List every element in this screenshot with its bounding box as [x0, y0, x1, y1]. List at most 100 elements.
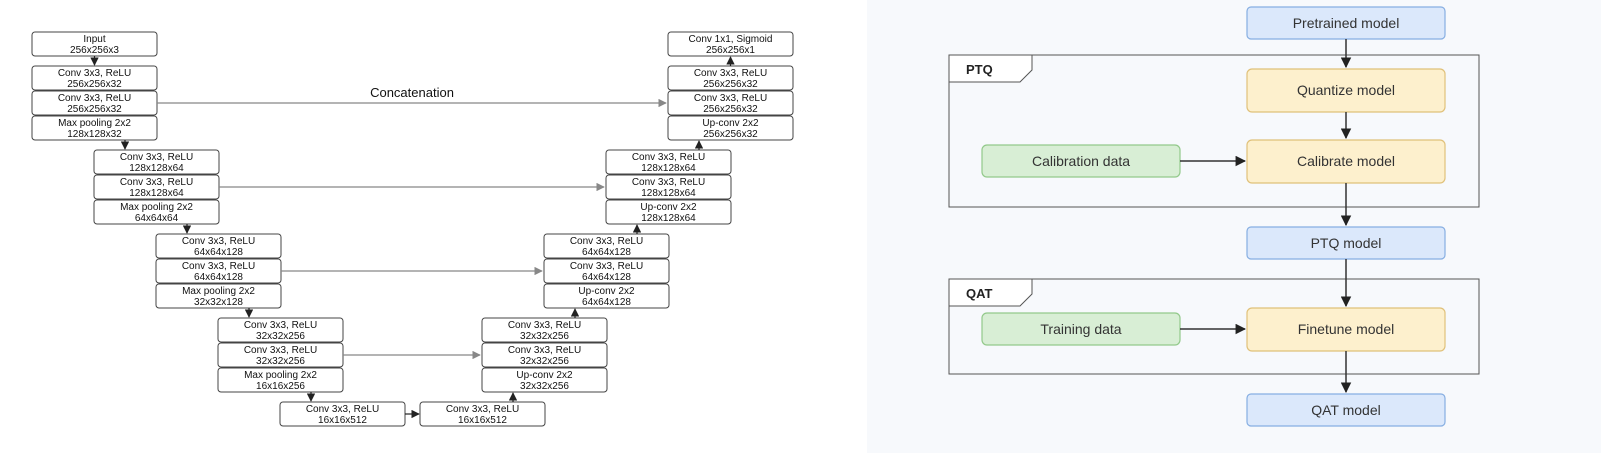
block-title: Conv 3x3, ReLU [58, 68, 131, 79]
decoder-stage-2: Conv 3x3, ReLU 128x128x64 Conv 3x3, ReLU… [605, 149, 732, 225]
block-shape: 32x32x256 [256, 356, 305, 367]
block-title: Max pooling 2x2 [182, 286, 255, 297]
calibration-data-node: Calibration data [981, 144, 1181, 178]
conv-block: Conv 3x3, ReLU 256x256x32 [31, 90, 158, 116]
upconv-block: Up-conv 2x2 32x32x256 [481, 367, 608, 393]
block-title: Up-conv 2x2 [516, 370, 573, 381]
block-shape: 128x128x64 [129, 188, 184, 199]
block-title: Conv 3x3, ReLU [182, 236, 255, 247]
block-shape: 16x16x512 [458, 415, 507, 426]
block-shape: 32x32x256 [256, 331, 305, 342]
encoder-arrows [90, 56, 420, 419]
encoder-stage-4: Conv 3x3, ReLU 32x32x256 Conv 3x3, ReLU … [217, 317, 344, 393]
decoder-stage-1: Conv 1x1, Sigmoid 256x256x1 Conv 3x3, Re… [667, 31, 794, 141]
block-title: Up-conv 2x2 [578, 286, 635, 297]
conv-block: Conv 3x3, ReLU 128x128x64 [93, 149, 220, 175]
conv-block: Conv 3x3, ReLU 32x32x256 [481, 342, 608, 368]
qat-group: QAT [948, 278, 1480, 375]
bottleneck-stage: Conv 3x3, ReLU 16x16x512 Conv 3x3, ReLU … [279, 401, 546, 427]
block-title: Conv 3x3, ReLU [182, 261, 255, 272]
block-title: Conv 3x3, ReLU [694, 68, 767, 79]
block-title: Max pooling 2x2 [244, 370, 317, 381]
block-shape: 256x256x32 [703, 129, 758, 140]
node-label: Quantize model [1297, 82, 1395, 98]
node-label: Calibration data [1032, 153, 1130, 169]
block-shape: 128x128x64 [641, 213, 696, 224]
ptq-group-label: PTQ [966, 62, 993, 77]
block-shape: 128x128x64 [641, 163, 696, 174]
node-label: Calibrate model [1297, 153, 1395, 169]
decoder-stage-3: Conv 3x3, ReLU 64x64x128 Conv 3x3, ReLU … [543, 233, 670, 309]
pretrained-model-node: Pretrained model [1246, 6, 1446, 40]
conv-block: Conv 3x3, ReLU 256x256x32 [667, 90, 794, 116]
flow-arrows [1180, 39, 1352, 394]
block-title: Max pooling 2x2 [120, 202, 193, 213]
maxpool-block: Max pooling 2x2 16x16x256 [217, 367, 344, 393]
block-title: Conv 3x3, ReLU [632, 152, 705, 163]
conv-block: Conv 3x3, ReLU 64x64x128 [155, 233, 282, 259]
block-title: Conv 3x3, ReLU [570, 261, 643, 272]
block-shape: 64x64x64 [135, 213, 179, 224]
block-shape: 64x64x128 [194, 272, 243, 283]
ptq-group-tab [948, 54, 1033, 83]
encoder-stage-3: Conv 3x3, ReLU 64x64x128 Conv 3x3, ReLU … [155, 233, 282, 309]
concatenation-label: Concatenation [370, 85, 454, 100]
block-shape: 256x256x32 [703, 79, 758, 90]
maxpool-block: Max pooling 2x2 128x128x32 [31, 115, 158, 141]
conv-block: Conv 3x3, ReLU 64x64x128 [543, 258, 670, 284]
calibrate-model-node: Calibrate model [1246, 139, 1446, 184]
qat-group-label: QAT [966, 286, 993, 301]
block-title: Conv 3x3, ReLU [694, 93, 767, 104]
conv-block: Conv 3x3, ReLU 16x16x512 [279, 401, 406, 427]
block-shape: 256x256x32 [703, 104, 758, 115]
decoder-stage-4: Conv 3x3, ReLU 32x32x256 Conv 3x3, ReLU … [481, 317, 608, 393]
block-title: Conv 3x3, ReLU [446, 404, 519, 415]
block-title: Conv 3x3, ReLU [244, 345, 317, 356]
block-shape: 64x64x128 [582, 247, 631, 258]
encoder-stage-1: Input 256x256x3 Conv 3x3, ReLU 256x256x3… [31, 31, 158, 141]
block-title: Up-conv 2x2 [640, 202, 697, 213]
block-shape: 64x64x128 [582, 272, 631, 283]
block-shape: 32x32x128 [194, 297, 243, 308]
ptq-model-node: PTQ model [1246, 226, 1446, 260]
conv-block: Conv 3x3, ReLU 32x32x256 [481, 317, 608, 343]
block-shape: 256x256x3 [70, 45, 119, 56]
conv-block: Conv 3x3, ReLU 64x64x128 [155, 258, 282, 284]
block-shape: 64x64x128 [194, 247, 243, 258]
encoder-stage-2: Conv 3x3, ReLU 128x128x64 Conv 3x3, ReLU… [93, 149, 220, 225]
conv-block: Conv 3x3, ReLU 32x32x256 [217, 342, 344, 368]
qat-model-node: QAT model [1246, 393, 1446, 427]
conv-block: Conv 3x3, ReLU 64x64x128 [543, 233, 670, 259]
block-title: Conv 3x3, ReLU [306, 404, 379, 415]
block-shape: 32x32x256 [520, 381, 569, 392]
block-shape: 64x64x128 [582, 297, 631, 308]
ptq-group-frame [948, 54, 1480, 208]
block-title: Up-conv 2x2 [702, 118, 759, 129]
conv-block: Conv 3x3, ReLU 16x16x512 [419, 401, 546, 427]
qat-group-frame [948, 278, 1480, 375]
conv-block: Conv 3x3, ReLU 128x128x64 [605, 174, 732, 200]
upconv-block: Up-conv 2x2 64x64x128 [543, 283, 670, 309]
block-title: Conv 3x3, ReLU [508, 320, 581, 331]
block-title: Max pooling 2x2 [58, 118, 131, 129]
block-title: Conv 1x1, Sigmoid [689, 34, 773, 45]
finetune-model-node: Finetune model [1246, 307, 1446, 352]
conv-block: Conv 3x3, ReLU 128x128x64 [605, 149, 732, 175]
block-title: Conv 3x3, ReLU [244, 320, 317, 331]
conv-block: Conv 3x3, ReLU 32x32x256 [217, 317, 344, 343]
node-label: Pretrained model [1293, 15, 1400, 31]
node-label: Finetune model [1298, 321, 1395, 337]
input-block: Input 256x256x3 [31, 31, 158, 57]
block-shape: 256x256x32 [67, 79, 122, 90]
unet-architecture-diagram: Input 256x256x3 Conv 3x3, ReLU 256x256x3… [31, 31, 794, 427]
output-block: Conv 1x1, Sigmoid 256x256x1 [667, 31, 794, 57]
node-label: QAT model [1311, 402, 1381, 418]
block-shape: 128x128x32 [67, 129, 122, 140]
block-title: Input [83, 34, 105, 45]
block-shape: 16x16x512 [318, 415, 367, 426]
maxpool-block: Max pooling 2x2 32x32x128 [155, 283, 282, 309]
block-title: Conv 3x3, ReLU [570, 236, 643, 247]
qat-group-tab [948, 278, 1033, 307]
quantization-flowchart: PTQ QAT Pretrained model Quantize model … [867, 0, 1601, 453]
